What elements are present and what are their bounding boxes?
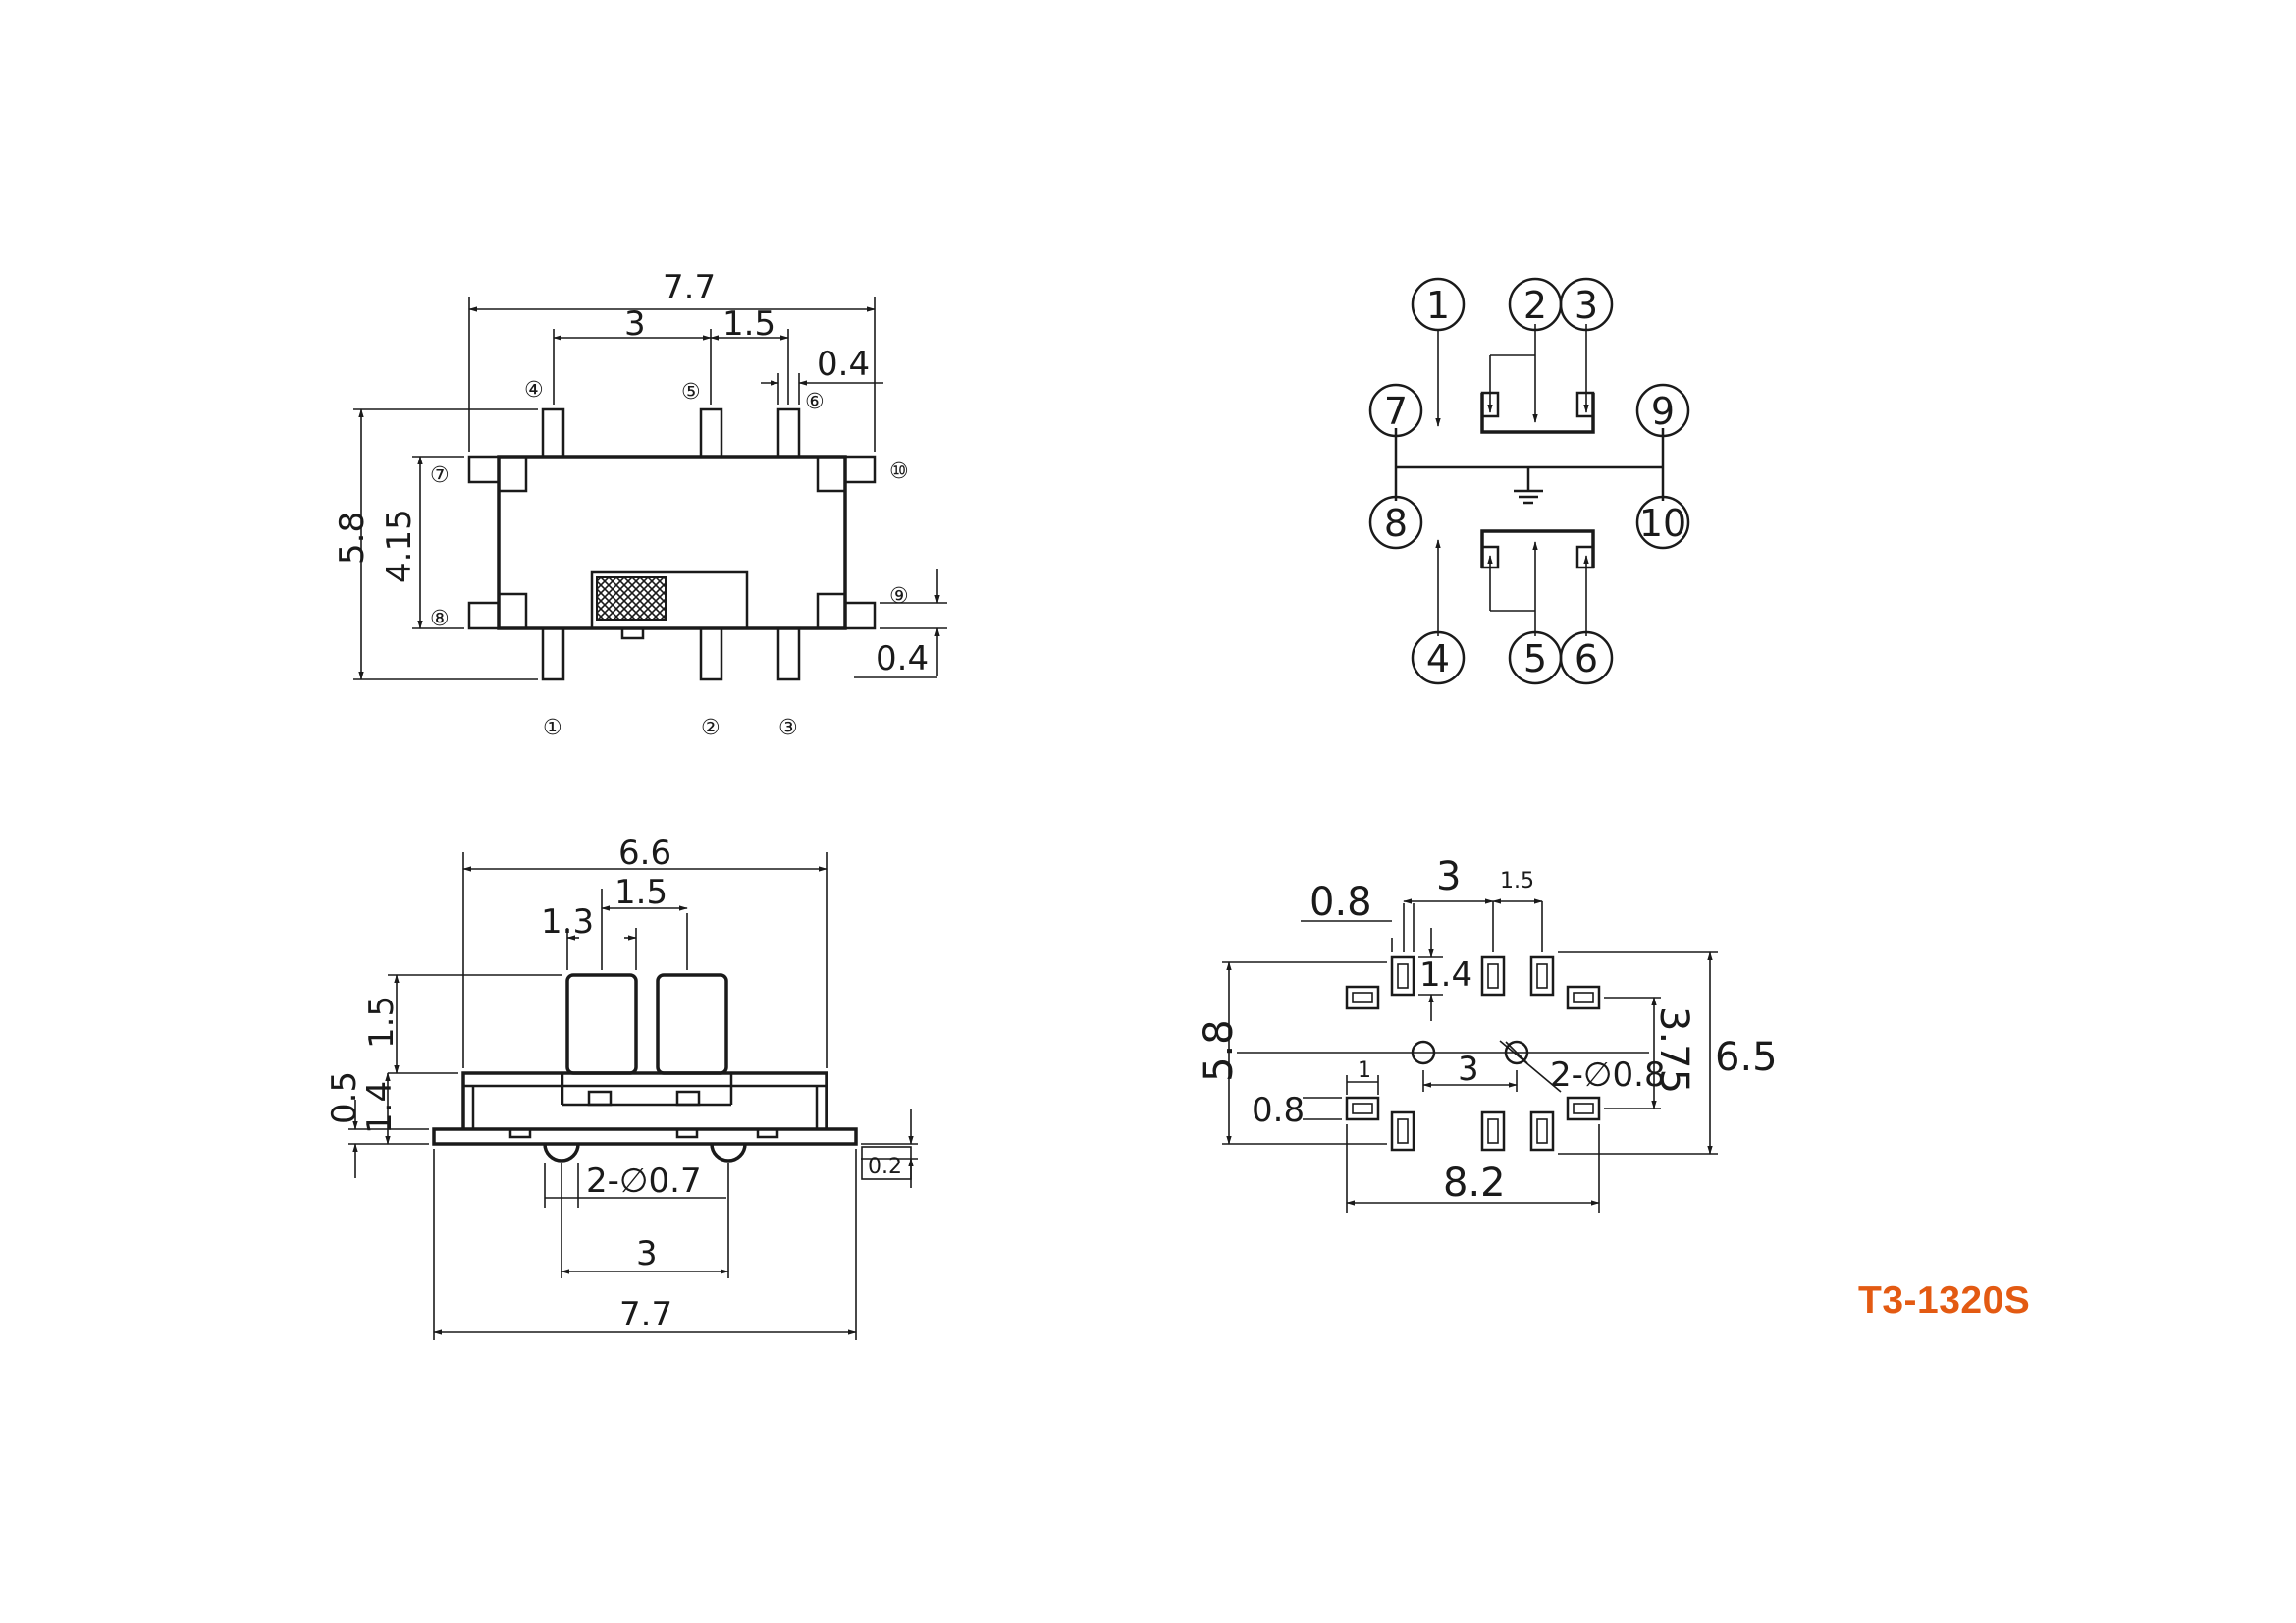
top-view-body (497, 455, 847, 630)
tab-10 (843, 455, 877, 484)
actuator-right (656, 973, 728, 1075)
bottom-pin-2 (699, 626, 723, 681)
actuator-left (565, 973, 638, 1075)
front-dim-actuator-height: 1.5 (362, 996, 401, 1049)
top-label-pin-10: ⑩ (889, 460, 909, 484)
tab-8-inner (497, 592, 528, 630)
schematic-pin-8: 8 (1384, 502, 1408, 545)
front-dim-actuator-width: 1.3 (541, 902, 594, 942)
schematic-pin-5: 5 (1523, 637, 1547, 680)
top-label-pin-4: ④ (524, 378, 544, 403)
front-dim-base-height: 0.5 (325, 1071, 364, 1124)
bottom-pin-1 (541, 626, 565, 681)
top-label-pin-7: ⑦ (430, 463, 450, 488)
footprint-dim-pad-spacing-a: 3 (1436, 854, 1461, 899)
top-dim-body-height: 4.15 (380, 509, 419, 583)
tab-10-inner (816, 455, 847, 493)
tab-9-inner (816, 592, 847, 630)
front-dim-actuator-pitch: 1.5 (614, 873, 667, 912)
schematic-pin-7: 7 (1384, 390, 1408, 433)
top-pin-6 (776, 407, 801, 459)
top-pin-4 (541, 407, 565, 459)
top-dim-overall-height: 5.8 (333, 512, 372, 565)
top-pin-5 (699, 407, 723, 459)
footprint-dim-side-pad-height: 0.8 (1252, 1091, 1305, 1130)
schematic-pin-4: 4 (1426, 637, 1450, 680)
front-dim-peg-spacing: 3 (636, 1234, 658, 1273)
top-dim-spacing-a: 3 (624, 304, 646, 344)
slider-window (590, 570, 749, 630)
footprint-dim-pad-spacing-b: 1.5 (1500, 869, 1534, 893)
footprint-dim-row-spacing: 5.8 (1197, 1019, 1242, 1082)
front-dim-overall-width: 7.7 (619, 1295, 672, 1334)
top-label-pin-8: ⑧ (430, 607, 450, 631)
front-dim-peg-diameter: 2-∅0.7 (586, 1162, 702, 1201)
front-view: 6.6 1.5 1.3 1.5 0.5 1.4 0.2 2-∅0.7 (325, 834, 918, 1340)
top-dim-pin-width: 0.4 (817, 345, 870, 384)
footprint-dim-overall-width: 8.2 (1443, 1161, 1506, 1206)
schematic: 1 2 3 7 9 8 10 4 5 6 (1368, 277, 1690, 685)
schematic-pin-6: 6 (1575, 637, 1598, 680)
schematic-pin-3: 3 (1575, 284, 1598, 327)
bottom-pin-3 (776, 626, 801, 681)
slider-knob-hatch (596, 576, 667, 621)
slider-tab (620, 626, 645, 640)
footprint-dim-hole-spacing: 3 (1458, 1050, 1479, 1089)
footprint-dim-pad-length: 1.4 (1419, 955, 1472, 995)
schematic-pin-2: 2 (1523, 284, 1547, 327)
schematic-pin-1: 1 (1426, 284, 1450, 327)
footprint-dim-inner-span: 3.75 (1651, 1006, 1696, 1094)
top-label-pin-1: ① (543, 716, 562, 740)
tab-7 (467, 455, 501, 484)
top-dim-side-pin-width: 0.4 (876, 639, 929, 678)
front-dim-body-height: 1.4 (360, 1081, 400, 1134)
tab-7-inner (497, 455, 528, 493)
top-label-pin-5: ⑤ (681, 380, 701, 405)
top-dim-overall-width: 7.7 (663, 268, 716, 307)
footprint-dim-side-pad-width: 1 (1358, 1058, 1371, 1083)
top-view: 7.7 3 1.5 0.4 5.8 4.15 0.4 ④ ⑤ ⑥ ⑦ ⑩ ⑧ (333, 268, 947, 740)
schematic-pin-10: 10 (1639, 502, 1686, 545)
top-label-pin-9: ⑨ (889, 584, 909, 609)
top-label-pin-6: ⑥ (805, 390, 825, 414)
footprint-dim-pad-width: 0.8 (1309, 880, 1372, 925)
tab-8 (467, 601, 501, 630)
part-code-label: T3-1320S (1858, 1279, 2031, 1322)
footprint-dim-outer-span: 6.5 (1715, 1035, 1778, 1080)
schematic-pin-9: 9 (1651, 390, 1675, 433)
top-label-pin-2: ② (701, 716, 721, 740)
front-dim-body-width: 6.6 (618, 834, 671, 873)
footprint: 0.8 3 1.5 1.4 5.8 3.75 6.5 3 2-∅0.8 1 (1197, 854, 1778, 1213)
top-dim-spacing-b: 1.5 (722, 304, 775, 344)
front-dim-peg-height: 0.2 (868, 1155, 902, 1179)
top-label-pin-3: ③ (778, 716, 798, 740)
footprint-dim-hole-diameter: 2-∅0.8 (1550, 1055, 1666, 1095)
tab-9 (843, 601, 877, 630)
